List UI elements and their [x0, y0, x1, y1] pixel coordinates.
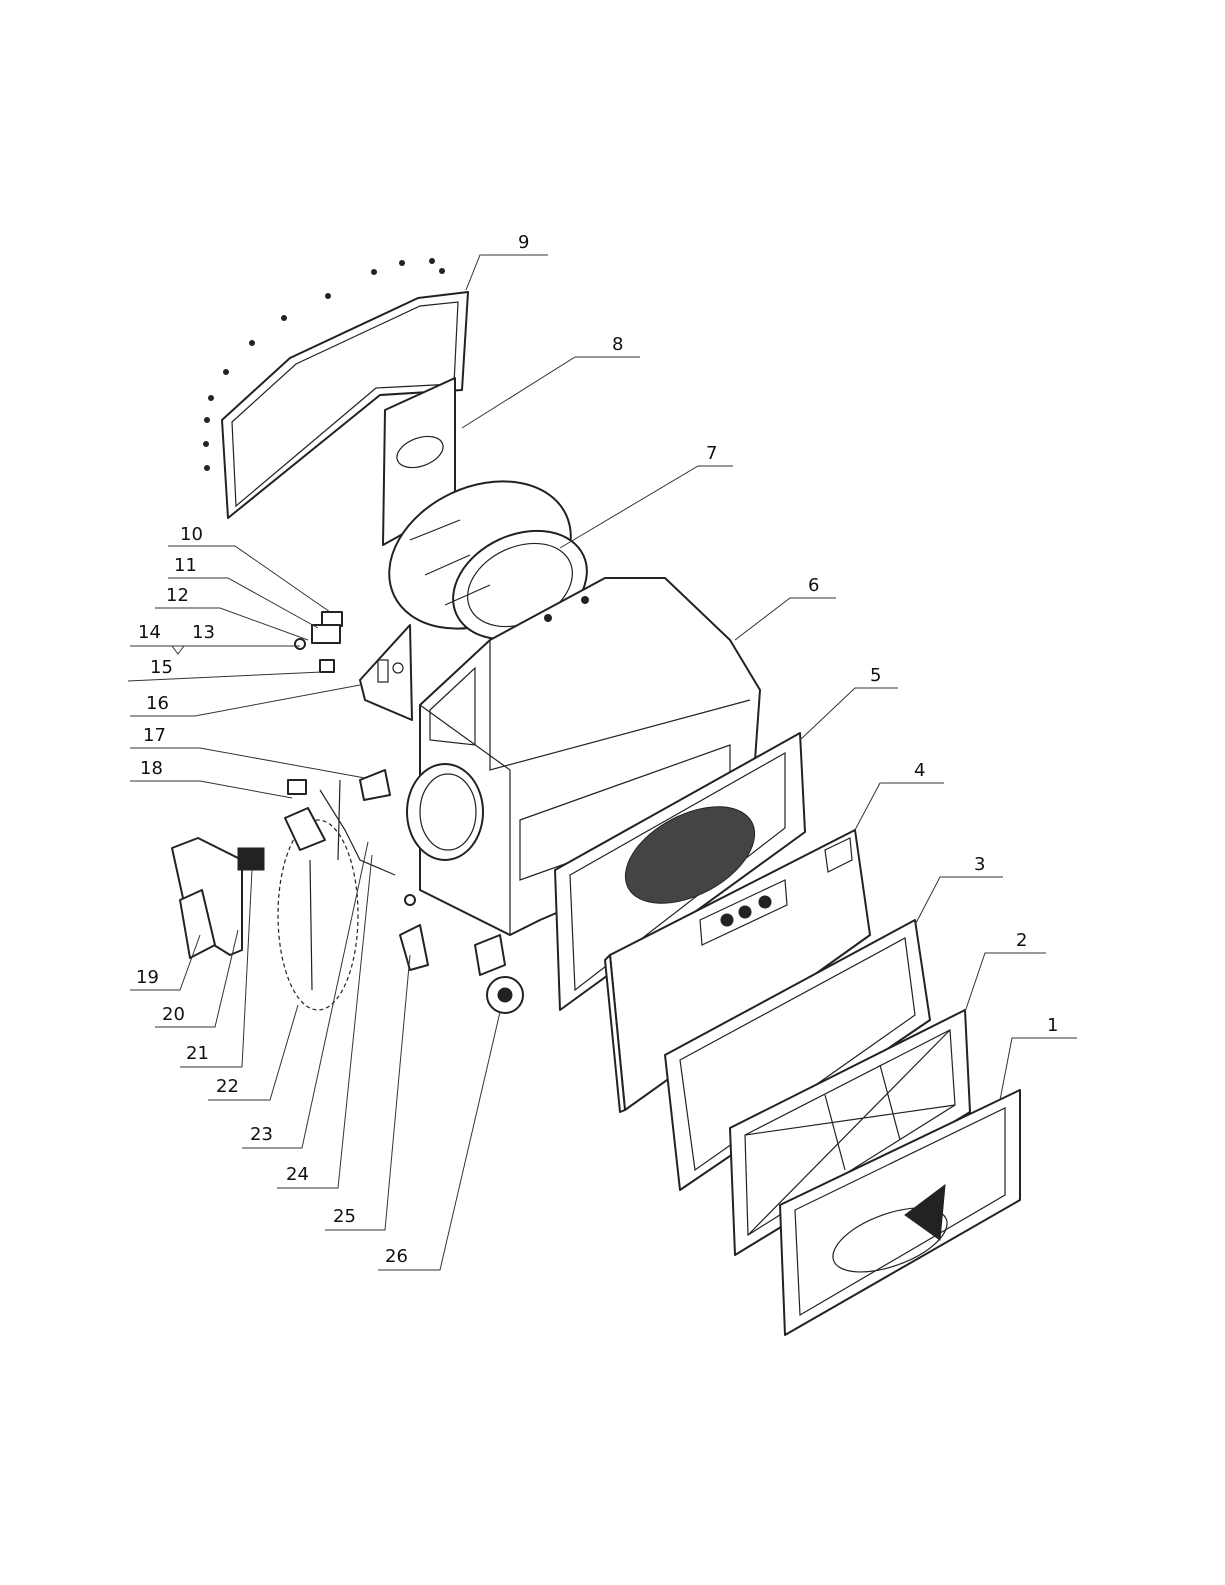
- callout-26: 26: [385, 1246, 408, 1267]
- callout-16: 16: [146, 693, 169, 714]
- callout-13: 13: [192, 622, 215, 643]
- callout-5: 5: [870, 665, 881, 686]
- callout-23: 23: [250, 1124, 273, 1145]
- callout-6: 6: [808, 575, 819, 596]
- callout-12: 12: [166, 585, 189, 606]
- part-26-caster: [475, 935, 523, 1013]
- callout-24: 24: [286, 1164, 309, 1185]
- callout-15: 15: [150, 657, 173, 678]
- callout-25: 25: [333, 1206, 356, 1227]
- callout-3: 3: [974, 854, 985, 875]
- callout-9: 9: [518, 232, 529, 253]
- callout-21: 21: [186, 1043, 209, 1064]
- callout-20: 20: [162, 1004, 185, 1025]
- callout-11: 11: [174, 555, 197, 576]
- callout-8: 8: [612, 334, 623, 355]
- callout-7: 7: [706, 443, 717, 464]
- callout-1: 1: [1047, 1015, 1058, 1036]
- callout-2: 2: [1016, 930, 1027, 951]
- callout-17: 17: [143, 725, 166, 746]
- callout-19: 19: [136, 967, 159, 988]
- callout-18: 18: [140, 758, 163, 779]
- callout-10: 10: [180, 524, 203, 545]
- callout-22: 22: [216, 1076, 239, 1097]
- parts-10-16-controls: [295, 612, 412, 720]
- parts-17-25-electrical: [172, 770, 428, 1010]
- callout-14: 14: [138, 622, 161, 643]
- callout-4: 4: [914, 760, 925, 781]
